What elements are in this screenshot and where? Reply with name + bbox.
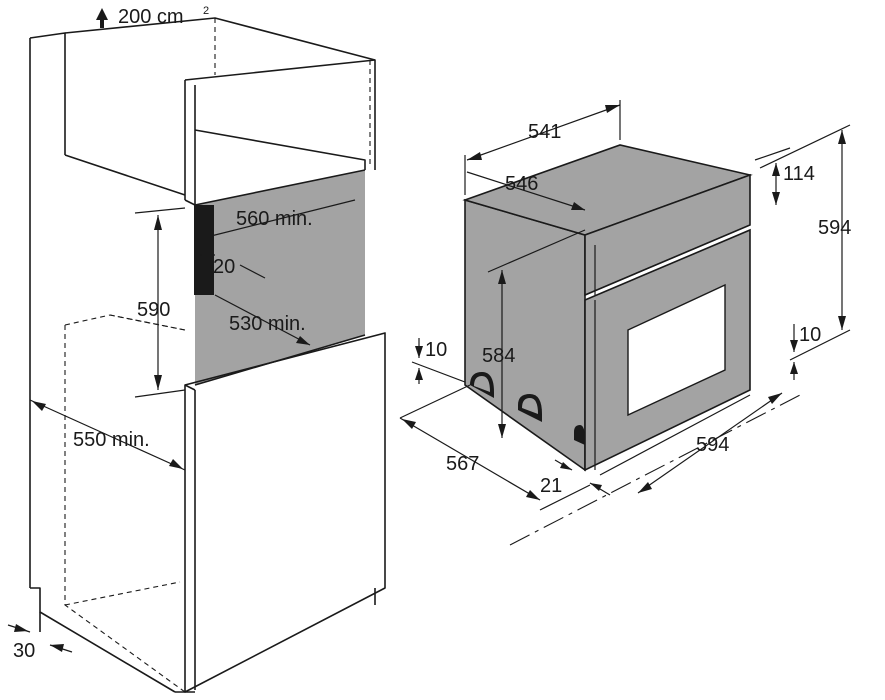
oven-depth-overall-label: 567 [446, 453, 479, 475]
plinth-label: 30 [13, 640, 35, 662]
cabinet-drawing [7, 8, 386, 693]
oven-width-label: 594 [696, 434, 729, 456]
cabinet-top [64, 17, 376, 170]
ventilation-area-label: 200 cm [118, 6, 184, 28]
ventilation-exponent: 2 [203, 5, 209, 17]
foot-right-label: 10 [799, 324, 821, 346]
cabinet-depth-label: 550 min. [73, 429, 150, 451]
oven-door-window [627, 283, 726, 417]
niche-back-wall [195, 170, 365, 385]
cabinet-left-panel [29, 32, 66, 155]
foot-left-label: 10 [425, 339, 447, 361]
oven-body-side [464, 198, 586, 472]
door-thickness-label: 21 [540, 475, 562, 497]
front-height-label: 584 [482, 345, 515, 367]
niche-width-label: 560 min. [236, 208, 313, 230]
niche-height-label: 590 [137, 299, 170, 321]
gap-label: 20 [213, 256, 235, 278]
cabinet-lower-door [184, 332, 386, 693]
niche-depth-label: 530 min. [229, 313, 306, 335]
cabinet-side-strip [194, 205, 214, 295]
oven-depth-top-label: 541 [528, 121, 561, 143]
oven-drawing [399, 100, 851, 546]
oven-depth-body-label: 546 [505, 173, 538, 195]
oven-height-label: 594 [818, 217, 851, 239]
ventilation-arrow-icon [96, 8, 108, 28]
panel-height-label: 114 [783, 163, 815, 185]
